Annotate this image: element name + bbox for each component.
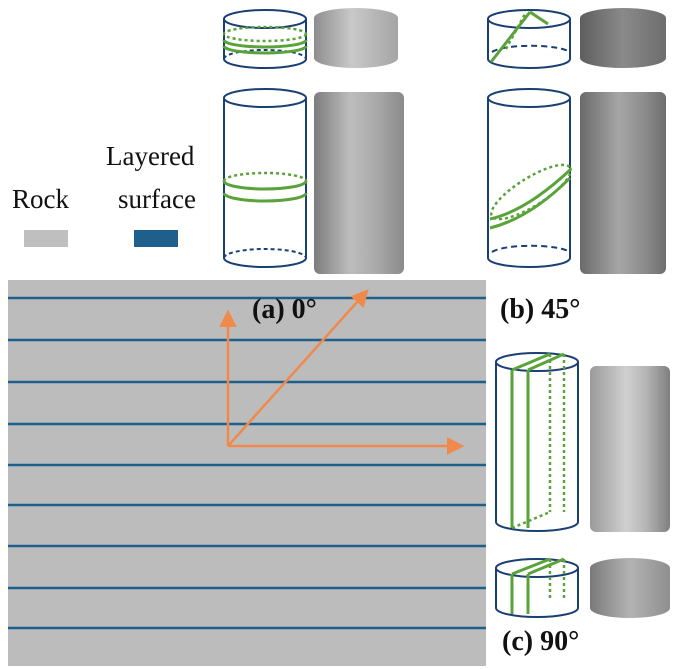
caption-a: (a) 0° — [252, 294, 317, 325]
legend-layered-label-line2: surface — [118, 184, 196, 214]
specimen-photo-a-tall — [314, 92, 404, 274]
specimen-photo-a-short — [314, 8, 398, 68]
specimen-sketch-c-short — [495, 557, 579, 618]
rock-block — [8, 280, 486, 666]
legend-rock-label: Rock — [12, 184, 69, 214]
arrow-45-degree — [227, 289, 369, 447]
specimen-photo-b-tall — [580, 92, 666, 274]
caption-c: (c) 90° — [502, 626, 580, 657]
specimen-sketch-a-short — [222, 9, 308, 69]
legend-rock-swatch — [24, 230, 68, 247]
specimen-photo-c-tall — [590, 366, 670, 532]
specimen-sketch-a-tall — [222, 88, 308, 268]
legend-layer-swatch — [134, 230, 178, 247]
specimen-photo-c-short — [590, 558, 670, 618]
specimen-sketch-c-tall — [495, 352, 579, 532]
bedding-layers — [8, 296, 486, 630]
caption-b: (b) 45° — [500, 294, 581, 325]
specimen-photo-b-short — [580, 8, 666, 68]
specimen-sketch-b-tall — [487, 88, 572, 268]
specimen-sketch-b-short — [487, 9, 571, 69]
legend-layered-label-line1: Layered — [106, 141, 195, 171]
